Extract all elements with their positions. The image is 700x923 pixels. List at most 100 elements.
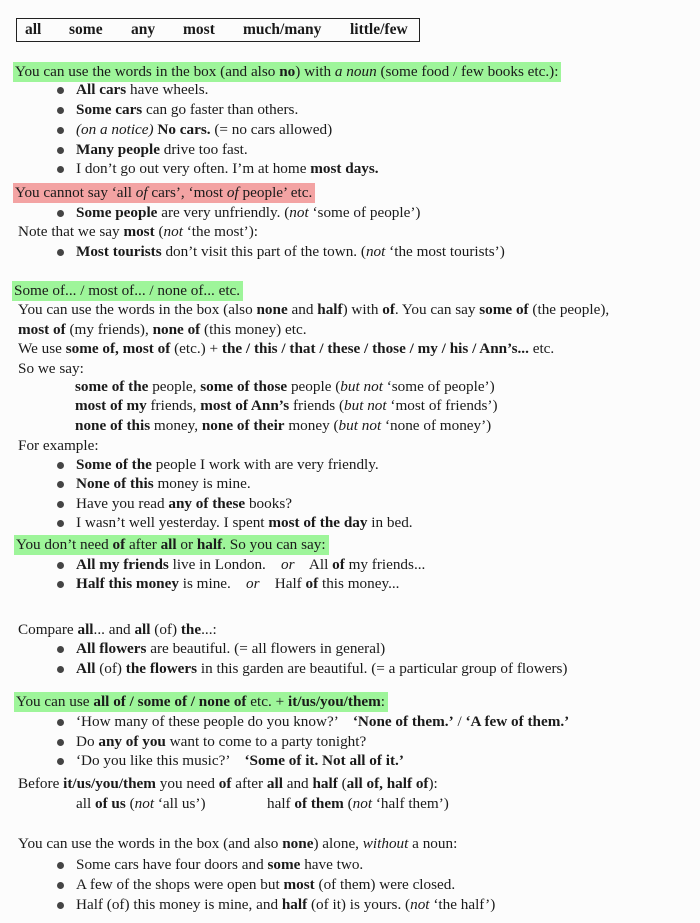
bold-text: most of my <box>75 397 147 414</box>
bold-text: Some of the <box>76 456 152 473</box>
bullet-icon <box>57 646 64 653</box>
text: ( <box>125 795 135 812</box>
italic-text: not <box>365 243 386 260</box>
text-line: all of us (not ‘all us’) <box>74 794 209 814</box>
bold-text: the flowers <box>125 660 198 677</box>
bold-text: half <box>281 896 308 913</box>
text: books? <box>245 495 292 512</box>
text: in this garden are beautiful. (= a parti… <box>197 660 568 677</box>
text: ( <box>154 223 164 240</box>
text: my friends... <box>344 556 426 573</box>
text: cars’, ‘most <box>147 184 227 201</box>
text: half <box>267 795 295 812</box>
example-bullet: Have you read any of these books? <box>74 494 295 514</box>
bullet-icon <box>57 862 64 869</box>
bold-text: Most tourists <box>76 243 162 260</box>
bold-text: of <box>112 536 126 553</box>
text: Some of... / most of... / none of... etc… <box>14 282 241 299</box>
bold-text: of them <box>294 795 344 812</box>
bold-text: most of the day <box>268 514 368 531</box>
example-bullet: All cars have wheels. <box>74 80 211 100</box>
text: friends, <box>146 397 201 414</box>
text: money is mine. <box>153 475 251 492</box>
bold-text: all <box>160 536 177 553</box>
text-line: You can use the words in the box (also n… <box>16 300 612 320</box>
highlighted-rule: You don’t need of after all or half. So … <box>14 535 329 555</box>
italic-text: not <box>352 795 373 812</box>
text: people, <box>148 378 201 395</box>
text: ( <box>337 775 347 792</box>
example-bullet: All flowers are beautiful. (= all flower… <box>74 639 388 659</box>
text: / <box>453 713 466 730</box>
bold-text: All flowers <box>76 640 147 657</box>
text-line: We use some of, most of (etc.) + the / t… <box>16 339 557 359</box>
word-box-item: all <box>25 21 42 38</box>
text: . You can say <box>394 301 480 318</box>
text: is mine. <box>178 575 247 592</box>
highlighted-warning: You cannot say ‘all of cars’, ‘most of p… <box>13 183 316 203</box>
text: Some cars have four doors and <box>76 856 268 873</box>
text-line: For example: <box>16 436 102 456</box>
example-bullet: ‘How many of these people do you know?’ … <box>74 712 572 732</box>
text: You can use <box>16 693 94 710</box>
highlighted-rule: You can use all of / some of / none of e… <box>14 692 389 712</box>
text: ... and <box>93 621 135 638</box>
text-line: So we say: <box>16 359 87 379</box>
bold-text: all <box>266 775 283 792</box>
bold-text: the / this / that / these / those / my /… <box>221 340 529 357</box>
text-line: Note that we say most (not ‘the most’): <box>16 222 261 242</box>
bold-text: all <box>134 621 151 638</box>
example-bullet: I wasn’t well yesterday. I spent most of… <box>74 513 416 533</box>
text-line: Before it/us/you/them you need of after … <box>16 774 441 794</box>
bold-text: most days. <box>310 160 379 177</box>
example-bullet: Many people drive too fast. <box>74 140 251 160</box>
bold-text: most <box>283 876 315 893</box>
bold-text: all of / some of / none of <box>93 693 247 710</box>
bullet-icon <box>57 666 64 673</box>
text: money, <box>150 417 202 434</box>
text: or <box>176 536 197 553</box>
example-bullet: Most tourists don’t visit this part of t… <box>74 242 508 262</box>
bold-text: some <box>267 856 301 873</box>
bullet-icon <box>57 166 64 173</box>
text: after <box>231 775 267 792</box>
bullet-icon <box>57 882 64 889</box>
text: ) with <box>295 63 335 80</box>
text: after <box>125 536 161 553</box>
bold-text: of <box>332 556 345 573</box>
italic-text: of <box>226 184 239 201</box>
example-bullet: (on a notice) No cars. (= no cars allowe… <box>74 120 335 140</box>
italic-text: without <box>362 835 409 852</box>
text: (of) <box>95 660 126 677</box>
bold-text: some of, most of <box>65 340 171 357</box>
bold-text: any of you <box>98 733 166 750</box>
text: (= no cars allowed) <box>210 121 333 138</box>
text: Compare <box>18 621 78 638</box>
example-bullet: Do any of you want to come to a party to… <box>74 732 369 752</box>
text: ‘How many of these people do you know?’ <box>76 713 353 730</box>
bold-text: none <box>282 835 314 852</box>
example-bullet: A few of the shops were open but most (o… <box>74 875 458 895</box>
text: money ( <box>284 417 339 434</box>
italic-text: but not <box>340 378 383 395</box>
text: ...: <box>201 621 217 638</box>
bold-text: of us <box>94 795 126 812</box>
text: etc. + <box>246 693 288 710</box>
text: (etc.) + <box>170 340 222 357</box>
example-bullet: Half (of) this money is mine, and half (… <box>74 895 498 915</box>
example-bullet: Half this money is mine. or Half of this… <box>74 574 402 594</box>
text: ‘none of money’) <box>381 417 492 434</box>
bullet-icon <box>57 107 64 114</box>
bold-text: Many people <box>76 141 160 158</box>
text: people I work with are very friendly. <box>151 456 379 473</box>
bold-text: All my friends <box>76 556 169 573</box>
bold-text: none of their <box>201 417 285 434</box>
italic-text: not <box>163 223 183 240</box>
bullet-icon <box>57 739 64 746</box>
text: ‘most of friends’) <box>386 397 498 414</box>
text: want to come to a party tonight? <box>165 733 367 750</box>
text: We use <box>18 340 66 357</box>
bold-text: all of, half of <box>346 775 429 792</box>
text: live in London. <box>168 556 282 573</box>
bold-text: ‘A few of them.’ <box>465 713 570 730</box>
